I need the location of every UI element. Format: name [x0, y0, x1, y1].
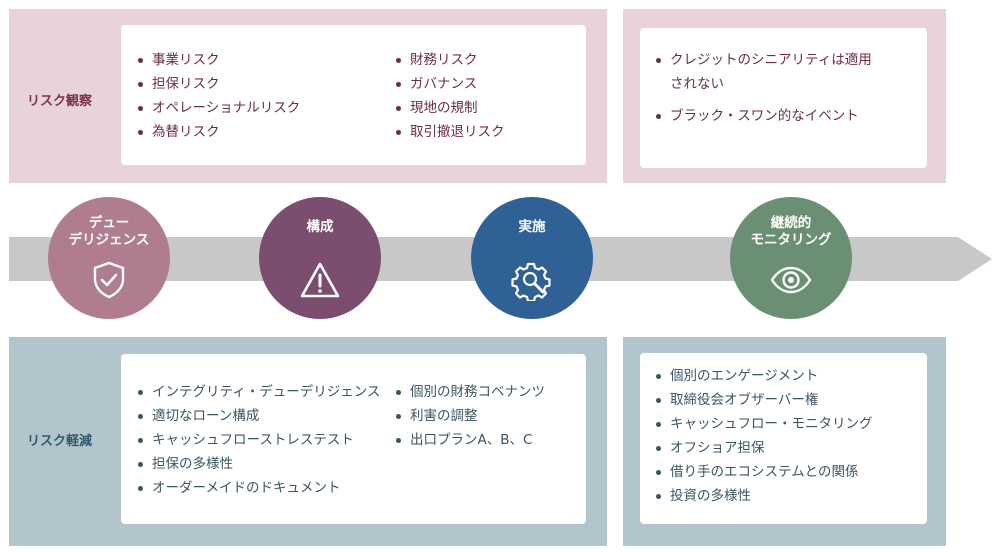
list-item: ブラック・スワン的なイベント	[654, 104, 880, 128]
stage-structuring: 構成	[259, 197, 381, 319]
list-item: 担保リスク	[136, 72, 300, 96]
mitigation-list-side: 個別のエンゲージメント取締役会オブザーバー権キャッシュフロー・モニタリングオフシ…	[654, 364, 873, 508]
observation-list-side: クレジットのシニアリティは適用されないブラック・スワン的なイベント	[654, 48, 880, 136]
list-item: 個別の財務コベナンツ	[394, 380, 545, 404]
warning-triangle-icon	[300, 262, 340, 298]
observation-list-b: 財務リスクガバナンス現地の規制取引撤退リスク	[394, 48, 505, 144]
observation-list-a: 事業リスク担保リスクオペレーショナルリスク為替リスク	[136, 48, 300, 144]
stage-label: 構成	[306, 219, 334, 235]
stage-due-diligence: デュー デリジェンス	[48, 197, 170, 319]
list-item: 取引撤退リスク	[394, 120, 505, 144]
mitigation-list-a: インテグリティ・デューデリジェンス適切なローン構成キャッシュフローストレステスト…	[136, 380, 380, 500]
list-item: 現地の規制	[394, 96, 505, 120]
list-item: 個別のエンゲージメント	[654, 364, 873, 388]
gear-search-icon	[511, 262, 551, 301]
stage-execution: 実施	[471, 197, 593, 319]
mitigation-list-b: 個別の財務コベナンツ利害の調整出口プランA、B、C	[394, 380, 545, 452]
list-item: 利害の調整	[394, 404, 545, 428]
list-item: ガバナンス	[394, 72, 505, 96]
list-item: インテグリティ・デューデリジェンス	[136, 380, 380, 404]
stage-monitoring: 継続的 モニタリング	[730, 197, 852, 319]
list-item: 適切なローン構成	[136, 404, 380, 428]
list-item: 為替リスク	[136, 120, 300, 144]
stage-label: 実施	[518, 219, 546, 235]
observation-card-side	[640, 28, 927, 168]
list-item: オーダーメイドのドキュメント	[136, 476, 380, 500]
observation-card-main	[121, 25, 586, 165]
list-item: 財務リスク	[394, 48, 505, 72]
list-item: 出口プランA、B、C	[394, 428, 545, 452]
mitigation-row-label: リスク軽減	[27, 434, 93, 449]
shield-check-icon	[93, 261, 125, 299]
list-item: 担保の多様性	[136, 452, 380, 476]
observation-row-label: リスク観察	[27, 94, 93, 109]
list-item: 借り手のエコシステムとの関係	[654, 460, 873, 484]
list-item: 取締役会オブザーバー権	[654, 388, 873, 412]
list-item: オフショア担保	[654, 436, 873, 460]
list-item: オペレーショナルリスク	[136, 96, 300, 120]
stage-label: デュー デリジェンス	[68, 215, 150, 248]
mitigation-card-main	[121, 354, 586, 524]
list-item: 事業リスク	[136, 48, 300, 72]
list-item: キャッシュフロー・モニタリング	[654, 412, 873, 436]
stage-label: 継続的 モニタリング	[750, 215, 832, 248]
list-item: クレジットのシニアリティは適用されない	[654, 48, 880, 96]
list-item: キャッシュフローストレステスト	[136, 428, 380, 452]
mitigation-card-side	[640, 353, 927, 524]
list-item: 投資の多様性	[654, 484, 873, 508]
eye-icon	[770, 266, 812, 294]
